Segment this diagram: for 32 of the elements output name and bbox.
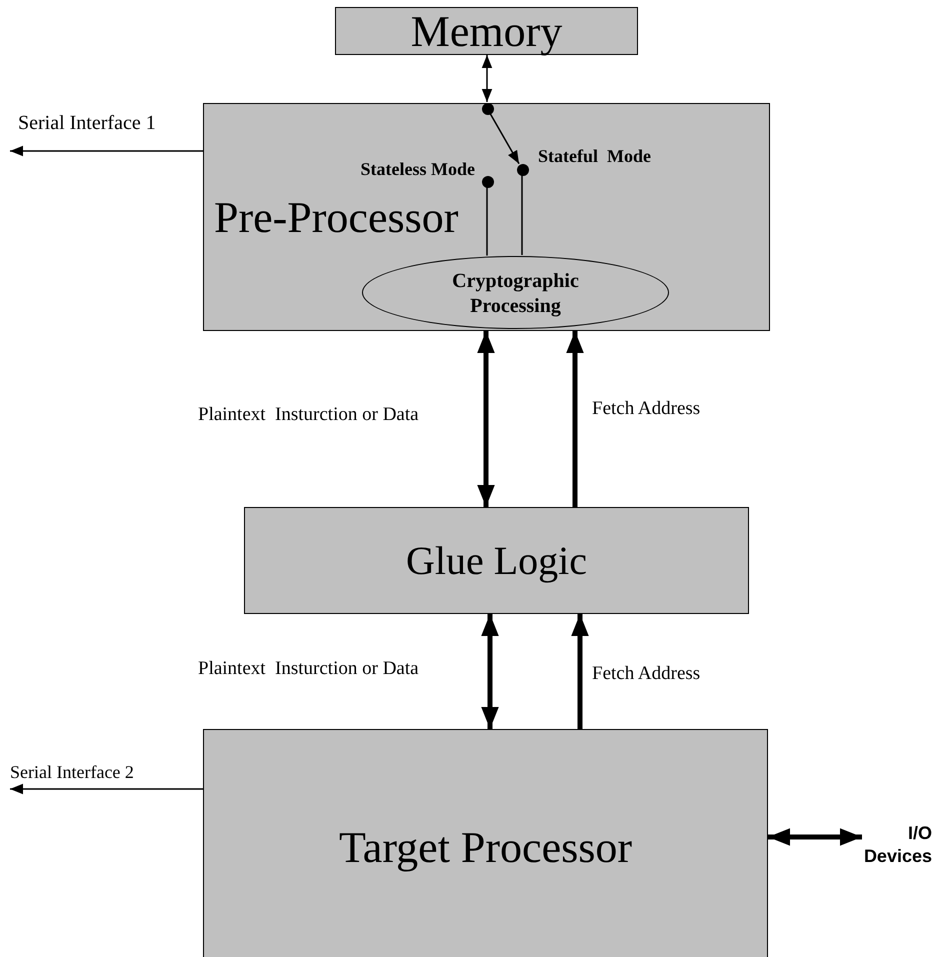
arrow: [768, 828, 862, 846]
edge-label: Fetch Address: [592, 399, 700, 420]
edge-label: Serial Interface 1: [18, 112, 156, 134]
mode-label: Stateful Mode: [538, 147, 652, 167]
box-label: Memory: [410, 10, 564, 54]
box-label: Glue Logic: [404, 541, 588, 581]
switch-pivot: [482, 103, 494, 115]
arrow: [10, 146, 203, 156]
arrow: [481, 614, 499, 729]
arrow: [10, 784, 203, 794]
arrow: [477, 331, 495, 507]
processor-box: [203, 103, 770, 331]
box-label: Cryptographic Processing: [451, 269, 580, 319]
io-label: I/O Devices: [862, 822, 932, 870]
arrow: [566, 331, 584, 507]
arrow: [489, 112, 520, 164]
box-label: Target Processor: [338, 826, 634, 870]
memory-box: [335, 7, 638, 55]
logic-box: [244, 507, 749, 614]
edge-label: Fetch Address: [592, 664, 700, 685]
switch-contact: [482, 176, 494, 188]
arrow: [571, 614, 589, 729]
mode-label: Stateless Mode: [360, 160, 475, 180]
processor-box: [203, 729, 768, 957]
connector-line: [521, 175, 523, 256]
switch-contact: [517, 164, 529, 176]
edge-label: Plaintext Insturction or Data: [198, 659, 419, 680]
connector-line: [486, 187, 488, 256]
edge-label: Serial Interface 2: [10, 763, 134, 783]
arrow: [482, 55, 492, 102]
box-label: Pre-Processor: [214, 196, 458, 240]
edge-label: Plaintext Insturction or Data: [198, 405, 419, 426]
